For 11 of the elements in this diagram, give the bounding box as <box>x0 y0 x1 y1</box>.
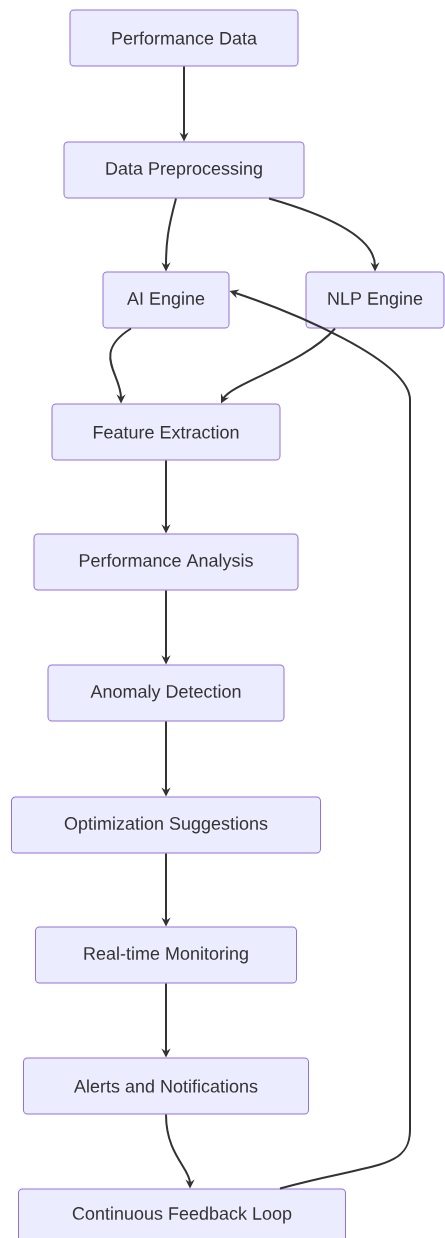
process-box: Feature Extraction <box>51 403 281 461</box>
process-box: NLP Engine <box>305 271 445 329</box>
process-box: Real-time Monitoring <box>35 926 297 984</box>
process-box: Performance Analysis <box>33 533 299 591</box>
process-box: Performance Data <box>69 9 299 67</box>
process-box: AI Engine <box>102 271 230 329</box>
process-box: Anomaly Detection <box>47 664 285 722</box>
process-box: Data Preprocessing <box>63 141 305 199</box>
process-box: Alerts and Notifications <box>23 1057 309 1115</box>
process-box: Optimization Suggestions <box>11 796 321 854</box>
process-box: Continuous Feedback Loop <box>18 1188 346 1238</box>
